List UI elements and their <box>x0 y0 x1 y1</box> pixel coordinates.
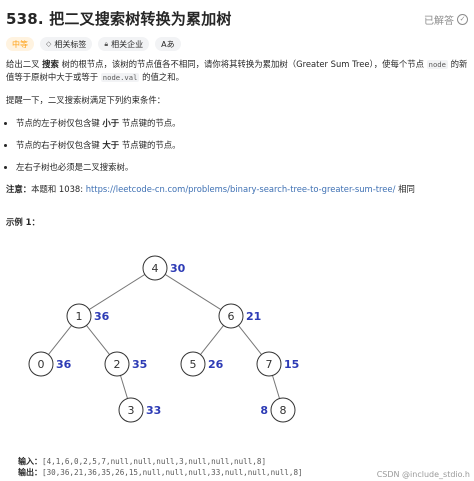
desc-text: 的值之和。 <box>139 72 184 82</box>
watermark: CSDN @include_stdio.h <box>376 470 470 479</box>
list-item: 节点的右子树仅包含键 大于 节点键的节点。 <box>16 139 468 152</box>
font-toggle-label: Aあ <box>161 39 175 49</box>
tree-node-sum: 30 <box>170 262 186 275</box>
related-companies-label: 相关企业 <box>111 39 144 49</box>
tree-node-value: 2 <box>114 358 121 371</box>
lock-icon: 🔒︎ <box>104 39 109 48</box>
tree-node <box>180 351 206 377</box>
output-line: 输出：[30,36,21,36,35,26,15,null,null,null,… <box>18 467 303 478</box>
input-value: [4,1,6,0,2,5,7,null,null,null,3,null,nul… <box>42 457 267 466</box>
related-companies-button[interactable]: 🔒︎ 相关企业 <box>98 37 150 51</box>
tree-node-value: 6 <box>228 310 235 323</box>
tree-node <box>118 397 144 423</box>
tree-node <box>256 351 282 377</box>
tree-node-value: 3 <box>128 404 135 417</box>
tree-node-value: 0 <box>38 358 45 371</box>
tree-edge <box>48 325 72 355</box>
tag-bar: 中等 ◇ 相关标签 🔒︎ 相关企业 Aあ <box>6 37 181 51</box>
inline-code: node.val <box>100 73 140 82</box>
example-io: 输入：[4,1,6,0,2,5,7,null,null,null,3,null,… <box>18 456 303 478</box>
font-toggle-button[interactable]: Aあ <box>155 37 181 51</box>
tree-edge <box>272 375 280 399</box>
tree-node-sum: 36 <box>94 310 110 323</box>
constraint-list: 节点的左子树仅包含键 小于 节点键的节点。 节点的右子树仅包含键 大于 节点键的… <box>6 117 468 174</box>
problem-header: 538. 把二叉搜索树转换为累加树 已解答 ✓ <box>6 8 468 30</box>
list-item: 节点的左子树仅包含键 小于 节点键的节点。 <box>16 117 468 130</box>
note-label: 注意： <box>6 184 32 194</box>
tree-node-value: 8 <box>280 404 287 417</box>
note-link[interactable]: https://leetcode-cn.com/problems/binary-… <box>85 184 396 194</box>
tree-edge <box>200 325 224 355</box>
tree-node-sum: 21 <box>246 310 261 323</box>
desc-text: 给出二叉 <box>6 59 43 69</box>
solved-label: 已解答 <box>424 16 454 27</box>
desc-bold: 搜索 <box>42 59 59 69</box>
inline-code: node <box>426 60 448 69</box>
tree-edge <box>88 273 146 311</box>
tree-node-sum: 26 <box>208 358 224 371</box>
check-circle-icon: ✓ <box>457 14 468 25</box>
tree-node-sum: 15 <box>284 358 299 371</box>
desc-text: 本题和 1038: <box>31 184 86 194</box>
desc-text: 相同 <box>395 184 415 194</box>
note-paragraph: 注意：本题和 1038: https://leetcode-cn.com/pro… <box>6 183 468 196</box>
input-line: 输入：[4,1,6,0,2,5,7,null,null,null,3,null,… <box>18 456 303 467</box>
tree-edge <box>164 273 222 311</box>
tree-node-sum: 35 <box>132 358 147 371</box>
output-value: [30,36,21,36,35,26,15,null,null,null,33,… <box>42 468 303 477</box>
tree-edge <box>86 325 110 355</box>
tree-edge <box>120 375 128 399</box>
desc-text: 树的根节点，该树的节点值各不相同，请你将其转换为累加树（Greater Sum … <box>58 59 427 69</box>
problem-description: 给出二叉 搜索 树的根节点，该树的节点值各不相同，请你将其转换为累加树（Grea… <box>6 58 468 196</box>
desc-text: 的新值等于原树中大于或等于 <box>6 59 468 82</box>
problem-title: 538. 把二叉搜索树转换为累加树 <box>6 10 232 28</box>
example-title: 示例 1： <box>6 217 40 227</box>
tree-node <box>142 255 168 281</box>
tree-node-sum: 8 <box>260 404 268 417</box>
tree-node-sum: 36 <box>56 358 72 371</box>
tree-node <box>66 303 92 329</box>
tree-edge <box>238 325 262 355</box>
difficulty-badge: 中等 <box>6 37 34 51</box>
tree-node-value: 7 <box>266 358 273 371</box>
desc-text: 节点的右子树仅包含键 <box>16 140 103 150</box>
desc-text: 节点键的节点。 <box>119 140 181 150</box>
desc-bold: 大于 <box>102 140 120 150</box>
desc-bold: 小于 <box>102 118 120 128</box>
tree-node-value: 5 <box>190 358 197 371</box>
tag-icon: ◇ <box>46 40 52 48</box>
output-label: 输出： <box>18 468 42 477</box>
reminder-text: 提醒一下，二叉搜索树满足下列约束条件： <box>6 95 166 105</box>
tree-node <box>104 351 130 377</box>
tree-node-sum: 33 <box>146 404 161 417</box>
input-label: 输入： <box>18 457 42 466</box>
solved-status: 已解答 ✓ <box>424 12 468 27</box>
desc-text: 节点的左子树仅包含键 <box>16 118 103 128</box>
desc-text: 节点键的节点。 <box>119 118 181 128</box>
tree-node-value: 4 <box>152 262 159 275</box>
tree-node-value: 1 <box>76 310 83 323</box>
related-tags-label: 相关标签 <box>54 39 87 49</box>
description-paragraph: 给出二叉 搜索 树的根节点，该树的节点值各不相同，请你将其转换为累加树（Grea… <box>6 58 468 84</box>
tree-node <box>28 351 54 377</box>
related-tags-button[interactable]: ◇ 相关标签 <box>40 37 93 51</box>
tree-node <box>270 397 296 423</box>
tree-node <box>218 303 244 329</box>
list-item: 左右子树也必须是二叉搜索树。 <box>16 161 468 174</box>
